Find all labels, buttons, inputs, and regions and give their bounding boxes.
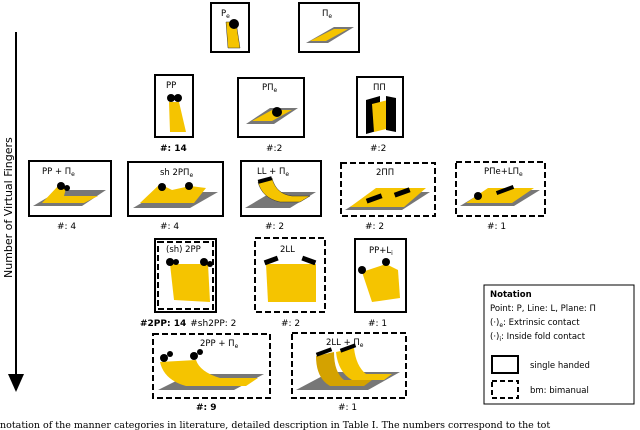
svg-text:#:2: #:2 <box>266 144 282 154</box>
cloth-shape <box>170 264 210 302</box>
svg-text:PP+Li: PP+Li <box>369 246 393 257</box>
svg-text:sh 2PΠe: sh 2PΠe <box>160 168 193 179</box>
contact-point <box>64 185 70 191</box>
contact-point <box>200 258 208 266</box>
vertical-axis: Number of Virtual Fingers <box>2 32 24 392</box>
contact-point <box>160 354 168 362</box>
contact-point <box>382 258 390 266</box>
svg-text:#: 1: #: 1 <box>368 319 387 329</box>
axis-arrowhead <box>8 374 24 392</box>
svg-text:#: 1: #: 1 <box>487 222 506 232</box>
contact-line <box>495 185 515 195</box>
svg-text:#: 2: #: 2 <box>281 319 300 329</box>
cell-2ll: 2LL #: 2 <box>254 237 326 329</box>
contact-line <box>263 255 279 266</box>
contact-point <box>166 258 174 266</box>
svg-text:#:2: #:2 <box>370 144 386 154</box>
cell-sh-2p-plane-extrinsic: sh 2PΠe #: 4 <box>127 161 224 232</box>
cell-sh-2pp: (sh) 2PP #2PP: 14#sh2PP: 2 <box>140 238 236 329</box>
cell-point-extrinsic: Pe <box>210 2 250 53</box>
cell-pp: PP #: 14 <box>154 74 194 154</box>
svg-text:Point: P, Line: L, Plane: Π: Point: P, Line: L, Plane: Π <box>490 304 596 314</box>
palm-contact <box>365 193 383 204</box>
cloth-shape <box>266 264 316 302</box>
contact-point <box>158 183 166 191</box>
right-palm <box>386 96 396 132</box>
contact-line <box>301 255 317 266</box>
figure-caption: notation of the manner categories in lit… <box>0 420 550 430</box>
contact-point <box>167 351 173 357</box>
cloth-flat <box>310 29 348 41</box>
cloth-fold-right <box>336 348 392 380</box>
contact-point <box>185 182 193 190</box>
svg-text:LL + Πe: LL + Πe <box>257 167 289 178</box>
svg-text:single handed: single handed <box>530 361 590 371</box>
cell-2ll-plane-extrinsic: 2LL + Πe #: 1 <box>291 332 407 413</box>
contact-point <box>57 182 65 190</box>
contact-line <box>257 176 273 184</box>
cell-p-plane-l-plane-extrinsic: PΠe+LΠe #: 1 <box>455 161 546 232</box>
svg-text:#: 2: #: 2 <box>365 222 384 232</box>
svg-text:bm: bimanual: bm: bimanual <box>530 386 589 396</box>
axis-label: Number of Virtual Fingers <box>2 137 15 278</box>
cloth-shape <box>169 102 186 132</box>
svg-text:#: 9: #: 9 <box>196 403 217 413</box>
contact-point <box>173 259 179 265</box>
svg-text:#2PP: 14#sh2PP: 2: #2PP: 14#sh2PP: 2 <box>140 319 236 329</box>
contact-point <box>272 107 282 117</box>
svg-text:#: 4: #: 4 <box>160 222 179 232</box>
contact-line <box>339 343 357 353</box>
cloth-shape <box>362 264 400 302</box>
svg-text:#: 1: #: 1 <box>338 403 357 413</box>
notation-legend: Notation Point: P, Line: L, Plane: Π (·)… <box>483 284 635 405</box>
svg-text:ΠΠ: ΠΠ <box>373 83 386 93</box>
cloth-shape <box>257 177 311 203</box>
contact-point <box>190 352 198 360</box>
contact-point <box>358 266 366 274</box>
cell-pp-plane-extrinsic: PP + Πe #: 4 <box>28 160 112 232</box>
bimanual-swatch <box>491 380 519 399</box>
svg-text:#: 14: #: 14 <box>160 144 187 154</box>
cell-p-plane-extrinsic: PΠe #:2 <box>237 77 305 154</box>
cell-ll-plane-extrinsic: LL + Πe #: 2 <box>240 160 322 232</box>
contact-point <box>474 192 482 200</box>
svg-text:Notation: Notation <box>490 290 532 300</box>
contact-line <box>315 347 333 357</box>
svg-text:#: 2: #: 2 <box>265 222 284 232</box>
svg-text:#: 4: #: 4 <box>57 222 76 232</box>
svg-text:2PP + Πe: 2PP + Πe <box>200 339 239 350</box>
cell-2pp-plane-extrinsic: 2PP + Πe #: 9 <box>152 333 271 413</box>
cell-pp-line-inside: PP+Li #: 1 <box>354 238 407 329</box>
cell-plane-extrinsic: Πe <box>298 2 360 53</box>
cloth-shape <box>160 360 258 386</box>
svg-text:(·)e: Extrinsic contact: (·)e: Extrinsic contact <box>490 318 580 329</box>
contact-point <box>167 94 175 102</box>
svg-text:2LL + Πe: 2LL + Πe <box>326 338 364 349</box>
cell-plane-plane: ΠΠ #:2 <box>356 76 404 154</box>
cloth-flat <box>466 188 534 203</box>
contact-point <box>197 349 203 355</box>
svg-text:Πe: Πe <box>322 9 332 20</box>
palm-contact <box>393 187 411 198</box>
cloth-shape <box>42 186 98 203</box>
svg-text:PΠe: PΠe <box>262 83 278 94</box>
svg-text:2LL: 2LL <box>280 245 295 255</box>
svg-text:2ΠΠ: 2ΠΠ <box>376 168 394 178</box>
cloth-shape <box>372 100 390 132</box>
svg-text:PP + Πe: PP + Πe <box>42 167 75 178</box>
svg-text:(·)i: Inside fold contact: (·)i: Inside fold contact <box>490 332 586 343</box>
cell-2-plane-plane: 2ΠΠ #: 2 <box>340 162 436 232</box>
svg-text:Pe: Pe <box>221 9 230 20</box>
svg-text:(sh) 2PP: (sh) 2PP <box>166 245 201 255</box>
svg-text:PΠe+LΠe: PΠe+LΠe <box>484 167 523 178</box>
single-handed-swatch <box>491 355 519 374</box>
svg-text:PP: PP <box>166 81 176 91</box>
contact-point <box>229 19 239 29</box>
contact-point <box>207 261 213 267</box>
cloth-fold-left <box>316 352 372 386</box>
contact-point <box>174 94 182 102</box>
cloth-flat <box>252 110 292 121</box>
